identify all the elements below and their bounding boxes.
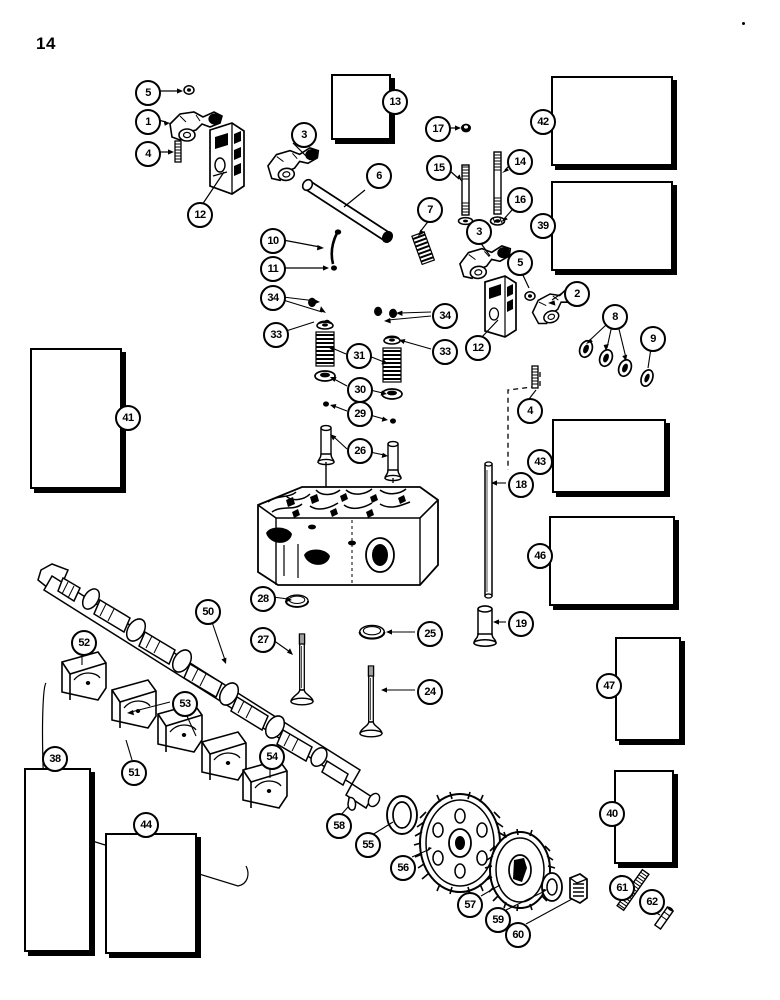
- callout-rocker-shaft-support-block[interactable]: 13: [382, 89, 408, 115]
- group-box-13: [331, 74, 391, 140]
- art-idler-gear-57: [484, 828, 556, 912]
- callout-exhaust-valve-set[interactable]: 39: [530, 213, 556, 239]
- callout-rocker-shaft-spring[interactable]: 7: [417, 197, 443, 223]
- callout-valve-tappet[interactable]: 19: [508, 611, 534, 637]
- art-tappet-19: [473, 605, 506, 647]
- callout-intake-valve-set[interactable]: 42: [530, 109, 556, 135]
- callout-stud-short[interactable]: 15: [426, 155, 452, 181]
- callout-camshaft-bearing-rear[interactable]: 54: [259, 744, 285, 770]
- callout-valve-spring-retainer[interactable]: 33: [263, 322, 289, 348]
- callout-gear-retaining-nut[interactable]: 60: [505, 922, 531, 948]
- callout-camshaft-bearing-intermediate[interactable]: 53: [172, 691, 198, 717]
- callout-rocker-arm-lock-nut[interactable]: 5: [135, 80, 161, 106]
- group-box-47: [615, 637, 681, 741]
- art-valve-spring-stack-left: [282, 296, 348, 503]
- callout-intake-valve[interactable]: 27: [250, 627, 276, 653]
- callout-hex-nut[interactable]: 17: [425, 116, 451, 142]
- callout-valve-seat-insert-exhaust[interactable]: 25: [417, 621, 443, 647]
- callout-valve-stem-oil-seal[interactable]: 29: [347, 401, 373, 427]
- callout-valve-seat-insert-set[interactable]: 43: [527, 449, 553, 475]
- callout-push-rod[interactable]: 18: [508, 472, 534, 498]
- callout-rocker-arm-lock-nut[interactable]: 5: [507, 250, 533, 276]
- callout-rocker-arm-adjusting-screw[interactable]: 4: [135, 141, 161, 167]
- group-box-44: [105, 833, 197, 954]
- callout-idler-gear[interactable]: 57: [457, 892, 483, 918]
- callout-valve-lock-keeper[interactable]: 34: [432, 303, 458, 329]
- callout-spacer-washer[interactable]: 9: [640, 326, 666, 352]
- callout-dowel-pin[interactable]: 62: [639, 889, 665, 915]
- art-nut-17: [448, 123, 471, 133]
- group-box-42: [551, 76, 673, 166]
- callout-rocker-arm-left[interactable]: 1: [135, 109, 161, 135]
- art-rocker-bracket-12b: [484, 275, 517, 338]
- callout-valve-spring-seat[interactable]: 30: [347, 377, 373, 403]
- art-thrust-washer-55: [386, 795, 418, 835]
- art-cam-bearings: [61, 651, 288, 809]
- group-box-41: [30, 348, 122, 489]
- callout-camshaft-gear[interactable]: 56: [390, 855, 416, 881]
- art-rocker-spring-7: [410, 230, 436, 266]
- art-cylinder-head: [257, 486, 439, 586]
- callout-valve-lock-keeper[interactable]: 34: [260, 285, 286, 311]
- art-rocker-shaft-6: [301, 178, 394, 243]
- callout-camshaft[interactable]: 50: [195, 599, 221, 625]
- callout-rocker-arm-adjusting-screw[interactable]: 4: [517, 398, 543, 424]
- group-box-46: [549, 516, 675, 606]
- art-intake-valve-27: [290, 633, 314, 706]
- callout-valve-spring-retainer[interactable]: 33: [432, 339, 458, 365]
- callout-valve-seat-insert-intake[interactable]: 28: [250, 586, 276, 612]
- art-oil-line-10: [282, 229, 342, 265]
- callout-oil-line-tube[interactable]: 10: [260, 228, 286, 254]
- callout-rocker-arm-assembly[interactable]: 2: [564, 281, 590, 307]
- art-flat-washer-59: [541, 872, 563, 902]
- callout-exhaust-valve[interactable]: 24: [417, 679, 443, 705]
- callout-rocker-arm-shaft[interactable]: 6: [366, 163, 392, 189]
- art-dowel-pin-62: [653, 906, 675, 930]
- group-box-43: [552, 419, 666, 493]
- callout-rocker-shaft-bracket[interactable]: 12: [465, 335, 491, 361]
- callout-camshaft-bearing-front[interactable]: 52: [71, 630, 97, 656]
- art-seat-insert-28: [284, 594, 310, 608]
- callout-valve-guide[interactable]: 26: [347, 438, 373, 464]
- callout-valve-spring-set[interactable]: 44: [133, 812, 159, 838]
- group-box-38: [24, 768, 91, 952]
- group-box-39: [551, 181, 673, 271]
- callout-valve-seal-set[interactable]: 40: [599, 801, 625, 827]
- art-rocker-group-left: [157, 85, 245, 206]
- art-push-rod-18: [484, 372, 541, 599]
- callout-valve-guide-set[interactable]: 38: [42, 746, 68, 772]
- callout-rocker-shaft-bracket[interactable]: 12: [187, 202, 213, 228]
- callout-valve-lock-keeper-set[interactable]: 47: [596, 673, 622, 699]
- art-retaining-nut-60: [569, 873, 588, 904]
- art-rocker-bracket-12: [209, 122, 245, 195]
- callout-stud-long[interactable]: 14: [507, 149, 533, 175]
- callout-stud[interactable]: 61: [609, 875, 635, 901]
- art-camshaft-50: [37, 563, 381, 810]
- callout-rocker-arm-right[interactable]: 3: [291, 122, 317, 148]
- page-number: 14: [36, 34, 56, 53]
- callout-thrust-washer[interactable]: 8: [602, 304, 628, 330]
- corner-registration-dot: [742, 22, 745, 25]
- callout-valve-lock-retainer-set[interactable]: 46: [527, 543, 553, 569]
- art-adjusting-screw-4b: [528, 365, 539, 400]
- callout-thrust-plate-washer[interactable]: 55: [355, 832, 381, 858]
- callout-lock-washer[interactable]: 16: [507, 187, 533, 213]
- callout-oil-line-plug[interactable]: 11: [260, 256, 286, 282]
- art-cam-gear-56: [413, 791, 507, 895]
- callout-camshaft-bearing-set[interactable]: 51: [121, 760, 147, 786]
- callout-valve-tappet-set[interactable]: 41: [115, 405, 141, 431]
- art-stud-15: [448, 164, 474, 226]
- art-exhaust-valve-24: [359, 665, 383, 738]
- art-seat-insert-25: [358, 624, 386, 640]
- callout-valve-spring[interactable]: 31: [346, 343, 372, 369]
- callout-woodruff-key[interactable]: 58: [326, 813, 352, 839]
- callout-rocker-arm-right[interactable]: 3: [466, 219, 492, 245]
- art-thrust-washers-8: [578, 324, 633, 378]
- art-rocker-arm-3: [265, 145, 323, 184]
